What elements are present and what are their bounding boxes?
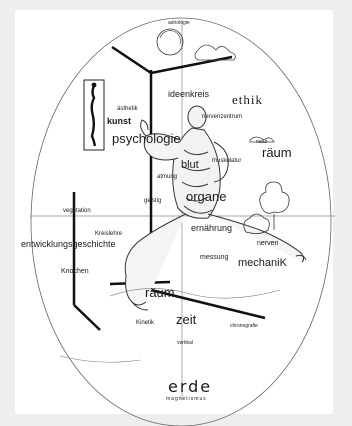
label-nervenzentrum: nervenzentrum xyxy=(202,114,242,120)
label-ernaehrung: ernährung xyxy=(191,224,232,233)
label-zeit: zeit xyxy=(176,313,196,326)
tree-icon xyxy=(244,182,289,234)
label-vegetation: vegetation xyxy=(63,208,91,214)
label-astrologie: astrologie xyxy=(168,21,190,26)
label-nerven: nerven xyxy=(257,240,278,247)
label-organe: organe xyxy=(186,190,226,203)
label-erde: erde xyxy=(168,379,212,395)
label-geistig: geistig xyxy=(144,198,161,204)
label-kinetik: Kinetik xyxy=(136,320,154,326)
label-kreislehre: Kreislehre xyxy=(95,231,122,237)
label-entwicklungsgeschichte: entwicklungsgeschichte xyxy=(21,240,116,249)
label-atmung: atmung xyxy=(157,174,177,180)
label-muskulatur: muskulatur xyxy=(212,158,241,164)
label-ethik: ethik xyxy=(232,93,263,106)
label-ideenkreis: ideenkreis xyxy=(168,90,209,99)
label-aesthetik: ästhetik xyxy=(117,106,138,112)
label-kunst: kunst xyxy=(107,117,131,126)
label-magnetismus: magnetismus xyxy=(166,397,207,402)
label-messung: messung xyxy=(200,254,228,261)
label-knochen: Knochen xyxy=(61,268,89,275)
label-raum-upper: räum xyxy=(262,146,292,159)
moon-icon xyxy=(157,29,183,55)
label-chronografie: chronografie xyxy=(230,324,258,329)
label-vertikal: vertikal xyxy=(177,341,193,346)
label-blut: blut xyxy=(181,160,199,171)
label-raum-lower: räum xyxy=(145,286,175,299)
anatomy-panel xyxy=(84,80,104,150)
label-psychologie: psychologie xyxy=(112,132,181,145)
label-mechanik: mechaniK xyxy=(238,258,287,269)
